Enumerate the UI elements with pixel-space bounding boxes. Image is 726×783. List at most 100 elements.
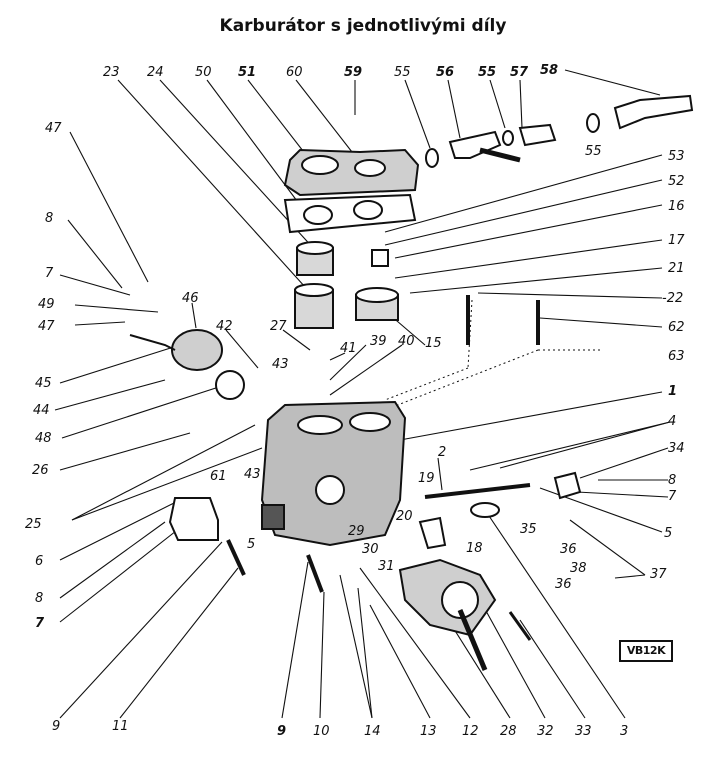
callout-32: 32 xyxy=(537,724,554,739)
callout-42: 42 xyxy=(216,319,233,334)
callout-44: 44 xyxy=(33,403,50,418)
callout-43-b: 43 xyxy=(244,467,261,482)
callout-13: 13 xyxy=(420,724,437,739)
callout-4: 4 xyxy=(668,414,676,429)
callout-14: 14 xyxy=(364,724,381,739)
callout-34: 34 xyxy=(668,441,685,456)
callout-labels: 23 24 50 51 60 59 55 56 55 57 58 55 53 5… xyxy=(25,63,685,739)
callout-37: 37 xyxy=(650,567,667,582)
callout-56: 56 xyxy=(436,65,454,80)
callout-58: 58 xyxy=(540,63,558,78)
inlet-fitting-58 xyxy=(613,94,694,130)
callout-40: 40 xyxy=(398,334,415,349)
callout-8-b: 8 xyxy=(668,473,676,488)
callout-46: 46 xyxy=(182,291,199,306)
screw-9 xyxy=(306,554,324,593)
callout-22: -22 xyxy=(662,291,683,306)
callout-43-a: 43 xyxy=(272,357,289,372)
callout-50: 50 xyxy=(195,65,212,80)
callout-7-a: 7 xyxy=(45,266,54,281)
callout-47-a: 47 xyxy=(45,121,62,136)
callout-21: 21 xyxy=(668,261,685,276)
callout-29: 29 xyxy=(348,524,365,539)
callout-31: 31 xyxy=(378,559,395,574)
callout-10: 10 xyxy=(313,724,330,739)
dashed-assembly-lines xyxy=(384,299,600,409)
callout-26: 26 xyxy=(32,463,49,478)
callout-55-b: 55 xyxy=(478,65,496,80)
callout-36-a: 36 xyxy=(560,542,577,557)
callout-5-b: 5 xyxy=(664,526,672,541)
callout-39: 39 xyxy=(370,334,387,349)
leader-lines xyxy=(54,69,671,719)
bracket-6 xyxy=(168,497,219,541)
washers-55 xyxy=(425,113,600,168)
callout-16: 16 xyxy=(668,199,685,214)
screw-11 xyxy=(226,539,246,576)
needle-valve-16 xyxy=(371,249,389,267)
callout-8-c: 8 xyxy=(35,591,43,606)
callout-51: 51 xyxy=(238,65,256,80)
callout-33: 33 xyxy=(575,724,592,739)
cover-gasket xyxy=(283,193,417,234)
float-23 xyxy=(294,283,334,329)
callout-3: 3 xyxy=(620,724,628,739)
callout-53: 53 xyxy=(668,149,685,164)
callout-12: 12 xyxy=(462,724,479,739)
callout-25: 25 xyxy=(25,517,42,532)
choke-housing xyxy=(398,558,497,671)
callout-62: 62 xyxy=(668,320,685,335)
callout-52: 52 xyxy=(668,174,685,189)
callout-20: 20 xyxy=(396,509,413,524)
callout-49: 49 xyxy=(38,297,55,312)
callout-57: 57 xyxy=(510,65,529,80)
callout-2: 2 xyxy=(438,445,446,460)
gasket-3 xyxy=(470,502,500,518)
callout-36-b: 36 xyxy=(555,577,572,592)
callout-48: 48 xyxy=(35,431,52,446)
callout-23: 23 xyxy=(103,65,120,80)
callout-9-a: 9 xyxy=(52,719,60,734)
callout-7-c: 7 xyxy=(35,616,45,631)
callout-1: 1 xyxy=(668,384,677,399)
callout-35: 35 xyxy=(520,522,537,537)
callout-17: 17 xyxy=(668,233,685,248)
throttle-shaft xyxy=(424,483,531,499)
callout-55-a: 55 xyxy=(394,65,411,80)
carburetor-body xyxy=(260,400,407,547)
callout-5-a: 5 xyxy=(247,537,255,552)
float-24 xyxy=(296,241,334,276)
callout-8-a: 8 xyxy=(45,211,53,226)
callout-9-b: 9 xyxy=(277,724,286,739)
callout-18: 18 xyxy=(466,541,483,556)
callout-6: 6 xyxy=(35,554,43,569)
callout-11: 11 xyxy=(112,719,129,734)
callout-38: 38 xyxy=(570,561,587,576)
lever-34 xyxy=(553,471,582,500)
callout-19: 19 xyxy=(418,471,435,486)
callout-61: 61 xyxy=(210,469,227,484)
accelerator-pump-cover xyxy=(129,329,245,400)
diagram-title: Karburátor s jednotlivými díly xyxy=(219,16,507,36)
plug-18 xyxy=(418,516,447,550)
float-15 xyxy=(355,287,399,321)
screw-33 xyxy=(508,611,532,641)
callout-60: 60 xyxy=(286,65,303,80)
callout-30: 30 xyxy=(362,542,379,557)
callout-27: 27 xyxy=(270,319,287,334)
callout-63: 63 xyxy=(668,349,685,364)
banjo-fitting-56 xyxy=(448,130,521,163)
callout-41: 41 xyxy=(340,341,357,356)
bolt-57 xyxy=(518,123,557,147)
carburetor-top-cover xyxy=(283,148,420,197)
callout-55-c: 55 xyxy=(585,144,602,159)
callout-15: 15 xyxy=(425,336,442,351)
callout-28: 28 xyxy=(500,724,517,739)
figure-code-box: VB12K xyxy=(619,640,673,662)
callout-7-b: 7 xyxy=(668,489,677,504)
callout-47-b: 47 xyxy=(38,319,55,334)
callout-45: 45 xyxy=(35,376,52,391)
callout-24: 24 xyxy=(147,65,164,80)
